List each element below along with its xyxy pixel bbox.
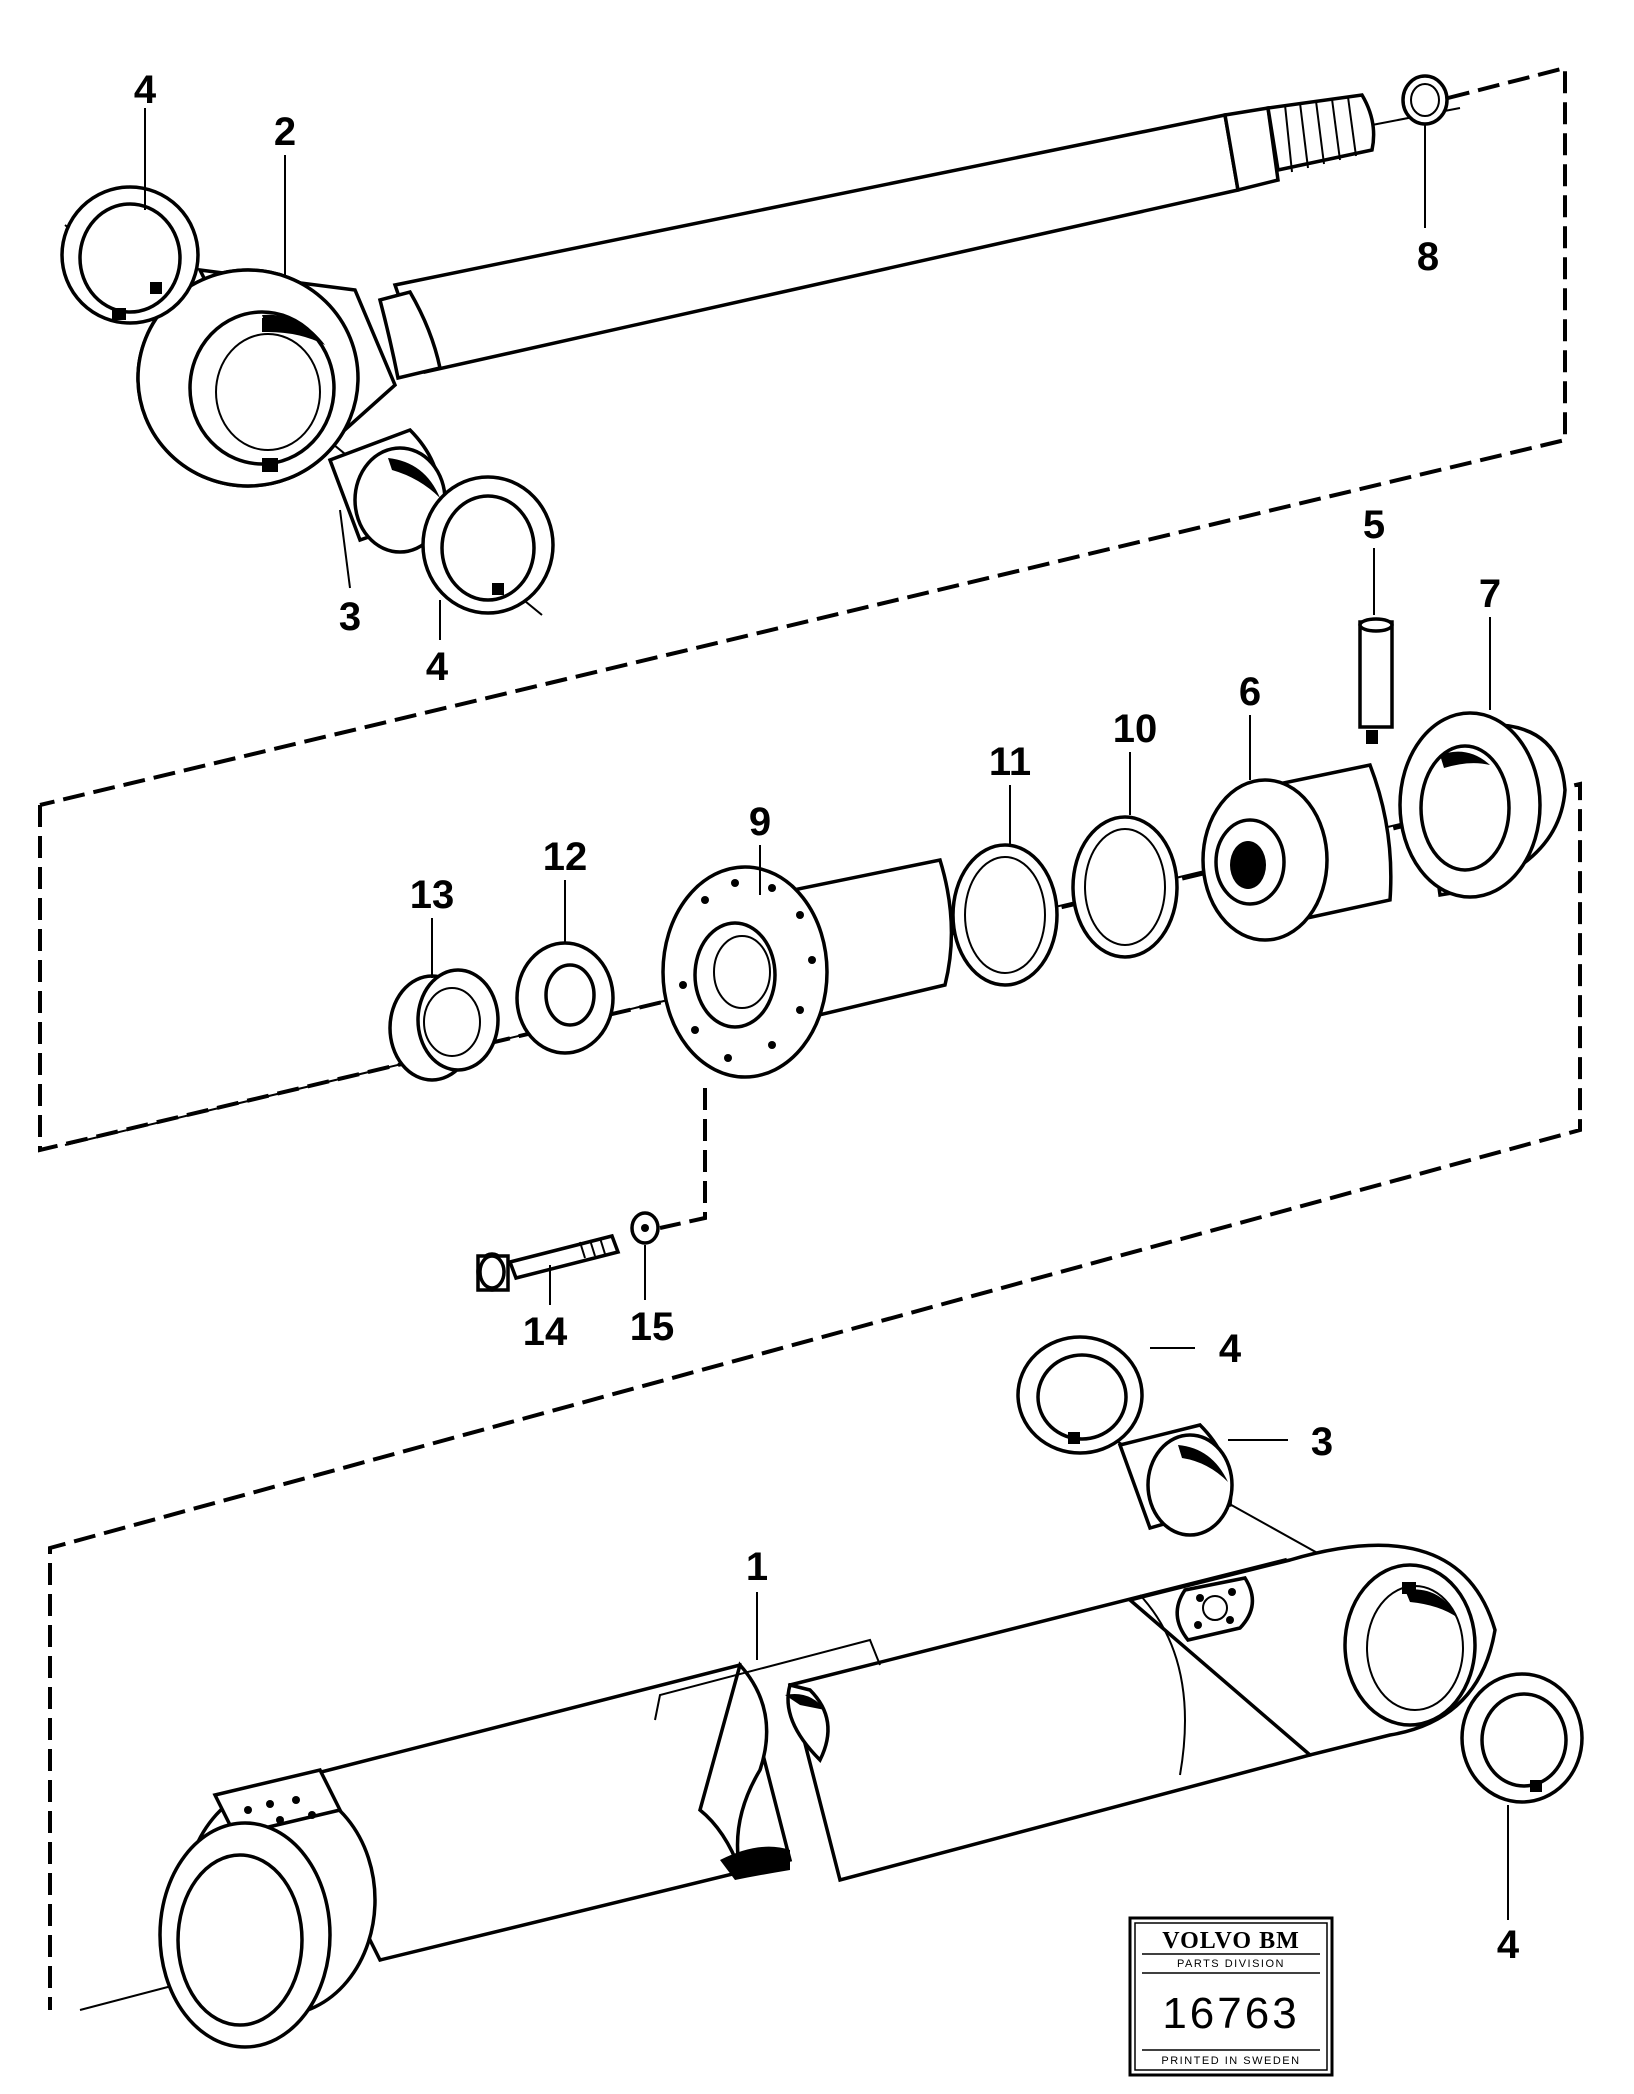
callout-4-tube-ring: 4 — [1219, 1327, 1242, 1371]
callout-labels: 4 2 3 4 8 5 7 6 10 11 9 12 13 14 15 4 3 … — [134, 68, 1520, 1967]
callout-8-ring: 8 — [1417, 235, 1439, 279]
callout-4-rod-ring-lower: 4 — [426, 645, 449, 689]
callout-5-pin: 5 — [1363, 503, 1385, 547]
callout-12-seal: 12 — [543, 835, 588, 879]
callout-15-washer: 15 — [630, 1305, 675, 1349]
stamp-division: PARTS DIVISION — [1177, 1958, 1285, 1970]
callout-2-piston-rod: 2 — [274, 110, 296, 154]
leader-lines — [144, 108, 1509, 1920]
group-frame-screw-link — [659, 1088, 707, 1230]
callout-9-cylinder-head: 9 — [749, 800, 771, 844]
callout-4-rod-ring: 4 — [134, 68, 157, 112]
group-frame-rod — [38, 65, 1582, 2010]
callout-10-ring: 10 — [1113, 707, 1158, 751]
stamp-printed: PRINTED IN SWEDEN — [1161, 2055, 1300, 2067]
callout-14-screw: 14 — [523, 1310, 568, 1354]
callout-4-tube-ring-lower: 4 — [1497, 1923, 1520, 1967]
callout-7-piston: 7 — [1479, 572, 1501, 616]
callout-1-cylinder-tube: 1 — [746, 1545, 768, 1589]
callout-13-wiper: 13 — [410, 873, 455, 917]
volvo-bm-parts-stamp: VOLVO BM PARTS DIVISION 16763 PRINTED IN… — [1128, 1916, 1334, 2077]
cylinder-tube-assembly — [79, 1335, 1584, 2049]
stamp-number: 16763 — [1162, 1989, 1299, 2038]
callout-6-piston-nut: 6 — [1239, 670, 1261, 714]
piston-rod-assembly — [60, 74, 1461, 616]
piston-head-assembly — [64, 617, 1567, 1292]
callout-3-rod-bushing: 3 — [339, 595, 361, 639]
callout-11-ring: 11 — [989, 740, 1031, 784]
callout-3-tube-bushing: 3 — [1311, 1420, 1333, 1464]
stamp-brand: VOLVO BM — [1162, 1928, 1300, 1954]
